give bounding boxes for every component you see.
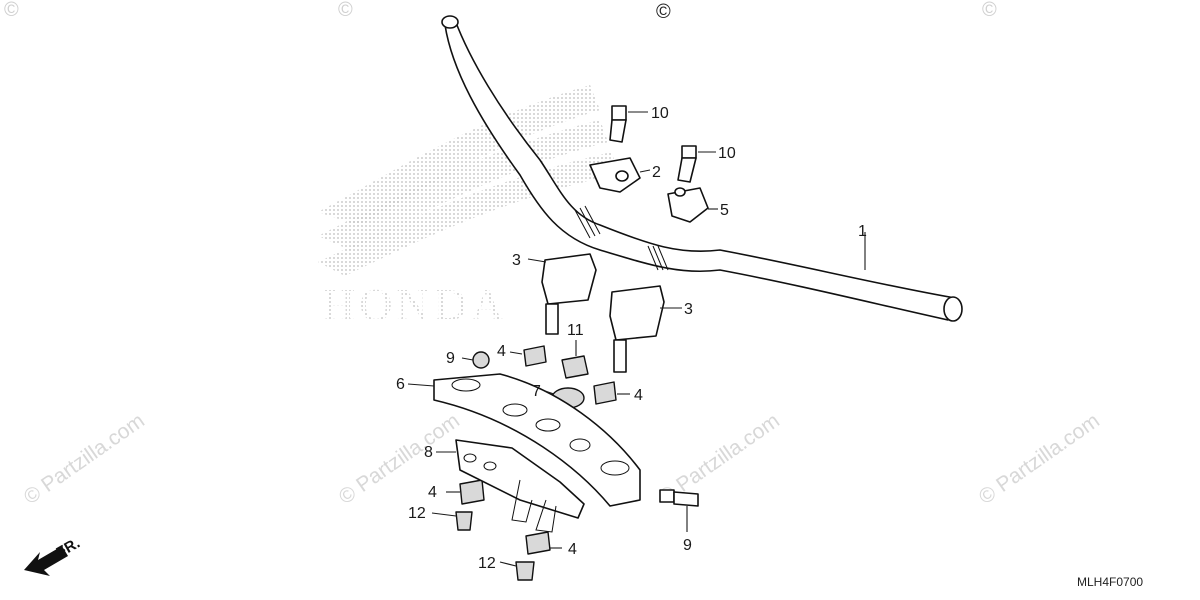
callout-11: 11 [567, 322, 584, 339]
bolt-10-left [609, 105, 627, 143]
upper-holder-5 [667, 187, 709, 223]
bridge-hole [502, 403, 528, 417]
bridge-body [433, 373, 641, 507]
cushion-4-a [523, 345, 547, 367]
bracket-8 [455, 439, 585, 533]
wing-stripe-2 [318, 120, 608, 250]
bolt-10-right [677, 145, 697, 183]
leader-6 [407, 383, 435, 387]
leader-4a [509, 351, 523, 355]
watermark-2: © Partzilla.com [335, 409, 464, 509]
callout-10a: 10 [651, 105, 669, 122]
watermark-text: © Partzilla.com [20, 409, 149, 509]
bracket-tabs [511, 479, 557, 533]
bolt-shank [673, 491, 699, 507]
handlebar-left-end [441, 15, 459, 29]
top-bridge-6 [433, 373, 641, 507]
nut-11 [561, 355, 589, 379]
bracket-plate [455, 439, 585, 519]
leader-12b [499, 561, 517, 567]
copyright-mark: © [982, 0, 997, 21]
leader-7 [544, 390, 555, 395]
nut-9 [472, 351, 490, 369]
copyright-mark: © [4, 0, 19, 21]
callout-4a: 4 [497, 343, 506, 360]
bolt-head [611, 105, 627, 121]
leader-2 [639, 169, 651, 173]
bridge-hole [451, 378, 481, 392]
callout-9b: 9 [683, 537, 692, 554]
callout-1: 1 [858, 223, 867, 240]
handlebar [441, 15, 963, 322]
holder-hole [674, 187, 686, 197]
callout-4c: 4 [428, 484, 437, 501]
callout-3a: 3 [512, 252, 521, 269]
watermark-text: © Partzilla.com [335, 409, 464, 509]
cap-12-a [455, 511, 473, 531]
callout-3b: 3 [684, 301, 693, 318]
upper-holder-2 [589, 157, 641, 193]
copyright-mark-dark: © [656, 1, 671, 23]
callout-7: 7 [532, 383, 541, 400]
holder-hole [615, 170, 629, 182]
handlebar-outline [444, 19, 956, 321]
lower-holder-3-right [609, 285, 665, 373]
holder-stud [613, 339, 627, 373]
callout-5: 5 [720, 202, 729, 219]
callout-6: 6 [396, 376, 405, 393]
callout-4b: 4 [634, 387, 643, 404]
bolt-head [681, 145, 697, 159]
leader-12a [431, 512, 457, 517]
bracket-hole [463, 453, 477, 463]
watermark-1: © Partzilla.com [20, 409, 149, 509]
cushion-4-b [593, 381, 617, 405]
lower-holder-3-left [541, 253, 597, 335]
diagram-code: MLH4F0700 [1077, 575, 1143, 589]
bolt-shank [609, 119, 627, 143]
callout-9a: 9 [446, 350, 455, 367]
watermark-text: © Partzilla.com [975, 409, 1104, 509]
bolt-9 [659, 489, 699, 507]
logo-wordmark: HONDA [322, 279, 508, 330]
watermark-4: © Partzilla.com [975, 409, 1104, 509]
wing-stripe-1 [318, 85, 600, 226]
leader-9a [461, 357, 474, 361]
leader-3a [527, 258, 547, 263]
callout-12a: 12 [408, 505, 426, 522]
callout-8: 8 [424, 444, 433, 461]
front-arrow-icon [24, 546, 68, 576]
callout-numbers: 1 2 3 3 4 4 4 4 5 6 7 8 9 9 10 10 11 12 … [396, 105, 867, 572]
knurl-right [647, 245, 669, 271]
callout-4d: 4 [568, 541, 577, 558]
cushion-4-c [459, 479, 485, 505]
callout-leaders [407, 111, 866, 567]
copyright-mark: © [338, 0, 353, 21]
bridge-hole [535, 418, 561, 432]
handlebar-right-end [943, 296, 963, 322]
callout-2: 2 [652, 164, 661, 181]
bracket-hole [483, 461, 497, 471]
bridge-hole [600, 460, 630, 476]
cushion-4-d [525, 531, 551, 555]
holder-body [609, 285, 665, 341]
holder-stud [545, 303, 559, 335]
knurl-left [574, 205, 601, 239]
bolt-head [659, 489, 675, 503]
bolt-shank [677, 157, 697, 183]
front-direction-indicator: FR. [24, 535, 83, 576]
cap-12-b [515, 561, 535, 581]
callout-10b: 10 [718, 145, 736, 162]
callout-12b: 12 [478, 555, 496, 572]
bridge-hole [569, 438, 591, 452]
holder-body [541, 253, 597, 305]
